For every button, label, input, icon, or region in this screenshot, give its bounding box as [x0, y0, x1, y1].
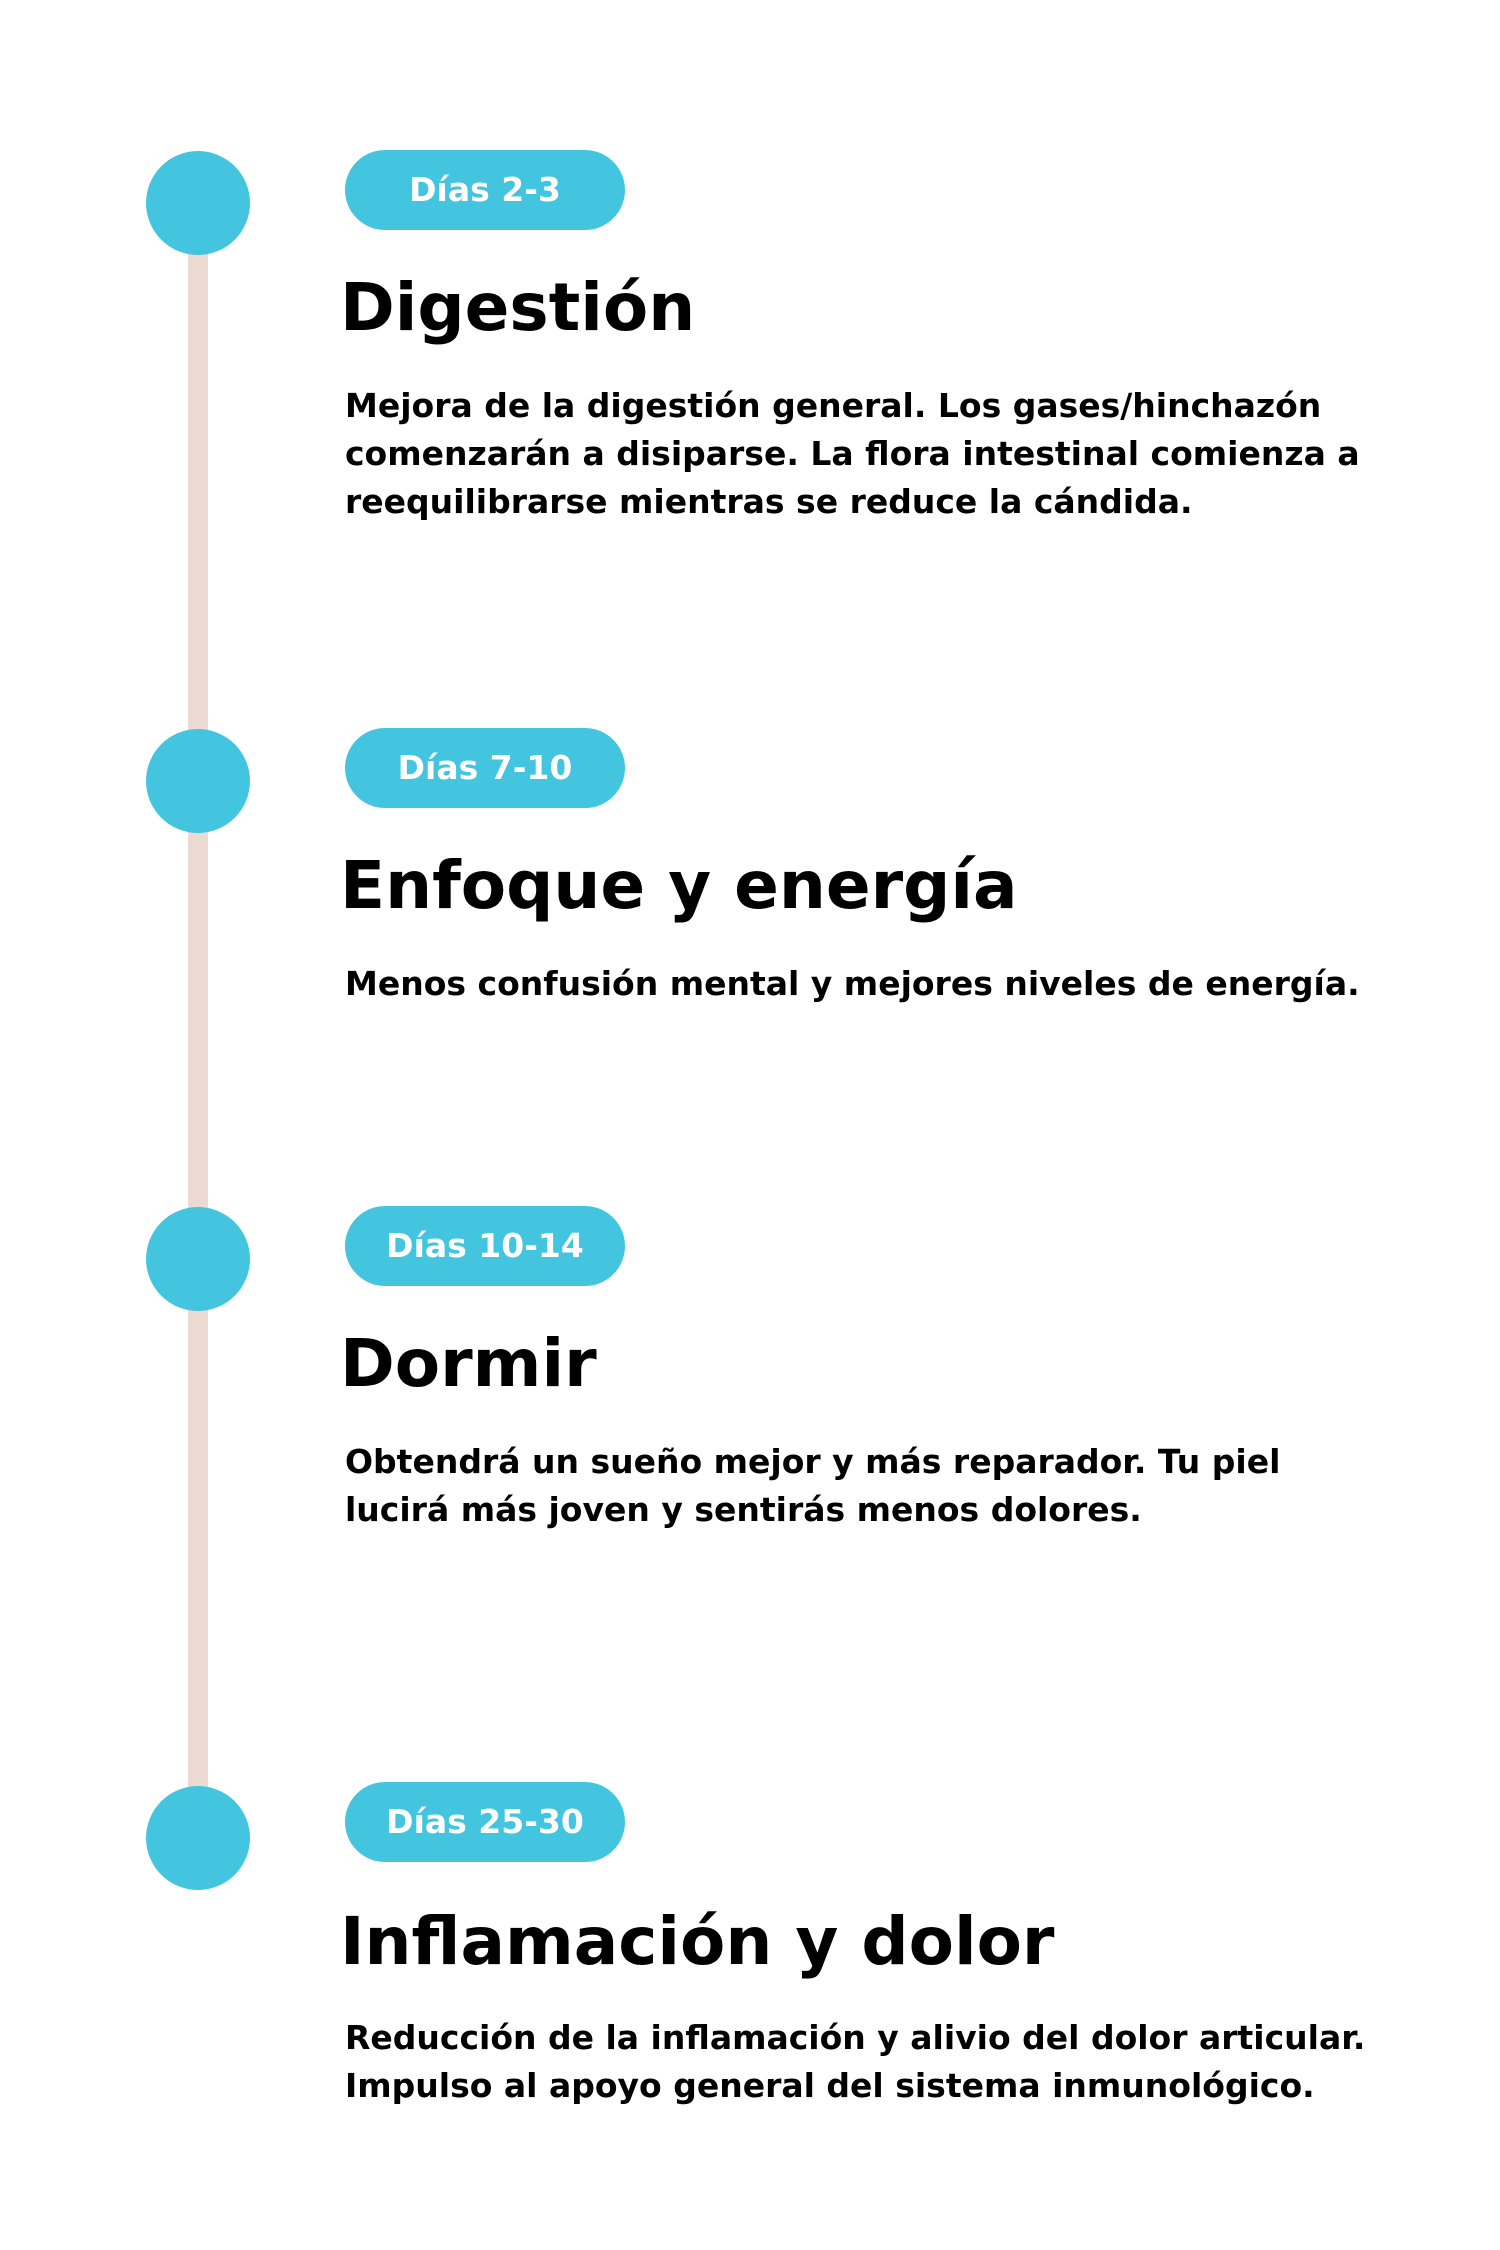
day-range-pill-1: Días 2-3 [345, 150, 625, 230]
day-range-pill-4: Días 25-30 [345, 1782, 625, 1862]
milestone-description-4: Reducción de la inflamación y alivio del… [345, 2018, 1366, 2105]
milestone-title-3: Dormir [340, 1325, 597, 1402]
milestone-title-2: Enfoque y energía [340, 847, 1018, 924]
timeline-dot-2 [146, 729, 250, 833]
timeline-dot-3 [146, 1207, 250, 1311]
milestone-description-2: Menos confusión mental y mejores niveles… [345, 964, 1360, 1003]
milestone-description-1: Mejora de la digestión general. Los gase… [345, 386, 1360, 521]
day-range-pill-2: Días 7-10 [345, 728, 625, 808]
milestone-description-3: Obtendrá un sueño mejor y más reparador.… [345, 1442, 1281, 1529]
milestone-title-4: Inflamación y dolor [340, 1903, 1055, 1980]
timeline-line [188, 200, 208, 1820]
milestone-title-1: Digestión [340, 269, 696, 346]
timeline-dot-4 [146, 1786, 250, 1890]
day-range-pill-3: Días 10-14 [345, 1206, 625, 1286]
timeline-dot-1 [146, 151, 250, 255]
